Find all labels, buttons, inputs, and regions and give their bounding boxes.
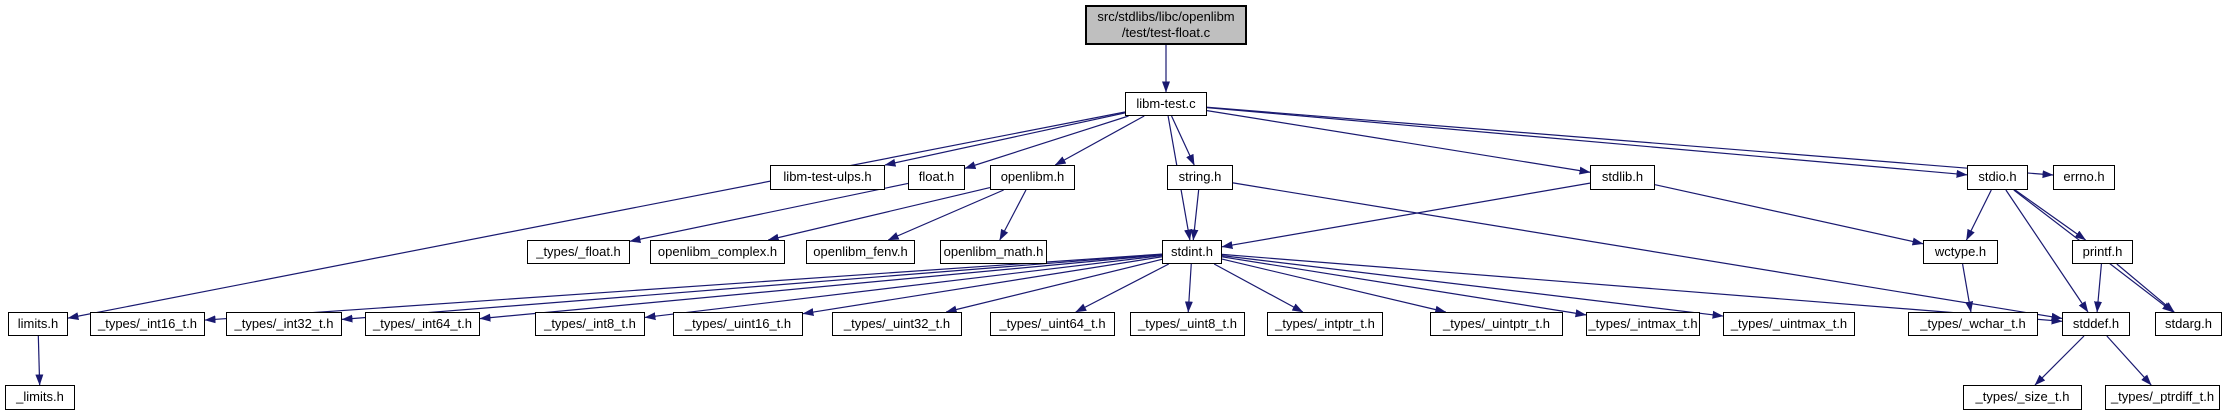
edge-stdint-h-to-types-int8-t-h bbox=[644, 254, 1163, 321]
node-wctype-h[interactable]: wctype.h bbox=[1923, 240, 1998, 264]
node-types-size-t-h[interactable]: _types/_size_t.h bbox=[1963, 385, 2082, 410]
edge-openlibm-h-to-openlibm-math-h bbox=[999, 189, 1027, 241]
edge-stdio-h-to-stddef-h bbox=[2005, 189, 2089, 313]
node-errno-h[interactable]: errno.h bbox=[2053, 165, 2115, 190]
node-test-float-c[interactable]: src/stdlibs/libc/openlibm /test/test-flo… bbox=[1085, 5, 1247, 45]
node-types-intptr-t-h[interactable]: _types/_intptr_t.h bbox=[1267, 312, 1383, 336]
node-stdlib-h[interactable]: stdlib.h bbox=[1590, 165, 1655, 190]
edge-stdint-h-to-types-uintptr-t-h bbox=[1221, 258, 1447, 314]
edge-stdint-h-to-types-uintmax-t-h bbox=[1221, 255, 1724, 319]
node-stdarg-h[interactable]: stdarg.h bbox=[2155, 312, 2222, 336]
node-types-intmax-t-h[interactable]: _types/_intmax_t.h bbox=[1586, 312, 1700, 336]
edge-stdint-h-to-types-uint16-t-h bbox=[802, 256, 1163, 316]
node-string-h[interactable]: string.h bbox=[1167, 165, 1233, 190]
node-types-uintptr-t-h[interactable]: _types/_uintptr_t.h bbox=[1430, 312, 1563, 336]
edge-stddef-h-to-types-ptrdiff-t-h bbox=[2106, 335, 2152, 386]
edge-stddef-h-to-types-size-t-h bbox=[2034, 335, 2085, 386]
edge-openlibm-h-to-openlibm-fenv-h bbox=[887, 189, 1004, 241]
node-stdio-h[interactable]: stdio.h bbox=[1967, 165, 2028, 190]
node-openlibm-math-h[interactable]: openlibm_math.h bbox=[940, 240, 1047, 264]
edge-printf-h-to-stddef-h bbox=[2094, 263, 2103, 313]
node-openlibm-complex-h[interactable]: openlibm_complex.h bbox=[650, 240, 785, 264]
edge-string-h-to-stddef-h bbox=[1232, 182, 2063, 321]
node-openlibm-fenv-h[interactable]: openlibm_fenv.h bbox=[806, 240, 915, 264]
edge-wctype-h-to-types-wchar-t-h bbox=[1961, 263, 1974, 313]
node-types-uint8-t-h[interactable]: _types/_uint8_t.h bbox=[1130, 312, 1245, 336]
node-float-h[interactable]: float.h bbox=[908, 165, 965, 190]
edge-stdint-h-to-types-int32-t-h bbox=[341, 253, 1163, 323]
node-limits-h[interactable]: limits.h bbox=[8, 312, 68, 336]
edge-stdlib-h-to-wctype-h bbox=[1654, 184, 1924, 246]
edge-printf-h-to-stdarg-h bbox=[2116, 263, 2175, 313]
edge-stdint-h-to-types-uint8-t-h bbox=[1184, 263, 1193, 313]
edge-libm-test-c-to-string-h bbox=[1171, 115, 1195, 166]
node-types-ptrdiff-t-h[interactable]: _types/_ptrdiff_t.h bbox=[2105, 385, 2220, 410]
node--limits-h[interactable]: _limits.h bbox=[5, 385, 75, 410]
node-types-float-h[interactable]: _types/_float.h bbox=[527, 240, 630, 264]
node-libm-test-c[interactable]: libm-test.c bbox=[1125, 92, 1207, 116]
node-stddef-h[interactable]: stddef.h bbox=[2062, 312, 2130, 336]
node-types-uintmax-t-h[interactable]: _types/_uintmax_t.h bbox=[1723, 312, 1855, 336]
edge-libm-test-c-to-errno-h bbox=[1206, 106, 2054, 179]
edge-stdint-h-to-types-int64-t-h bbox=[479, 254, 1163, 322]
edge-string-h-to-stdint-h bbox=[1190, 189, 1200, 241]
edge-stdint-h-to-types-int16-t-h bbox=[204, 253, 1163, 324]
edge-libm-test-c-to-openlibm-h bbox=[1054, 115, 1145, 166]
node-types-int16-t-h[interactable]: _types/_int16_t.h bbox=[90, 312, 205, 336]
node-libm-test-ulps-h[interactable]: libm-test-ulps.h bbox=[770, 165, 885, 190]
node-stdint-h[interactable]: stdint.h bbox=[1162, 240, 1222, 264]
edge-openlibm-h-to-openlibm-complex-h bbox=[767, 186, 991, 242]
node-types-uint16-t-h[interactable]: _types/_uint16_t.h bbox=[673, 312, 803, 336]
node-types-int32-t-h[interactable]: _types/_int32_t.h bbox=[226, 312, 342, 336]
node-types-int64-t-h[interactable]: _types/_int64_t.h bbox=[365, 312, 480, 336]
edge-stdio-h-to-wctype-h bbox=[1965, 189, 1992, 241]
node-types-int8-t-h[interactable]: _types/_int8_t.h bbox=[535, 312, 645, 336]
edge-stdint-h-to-types-intptr-t-h bbox=[1213, 263, 1304, 313]
edge-libm-test-c-to-limits-h bbox=[67, 111, 1126, 321]
node-types-uint64-t-h[interactable]: _types/_uint64_t.h bbox=[990, 312, 1115, 336]
edge-stdio-h-to-printf-h bbox=[2014, 189, 2086, 241]
node-openlibm-h[interactable]: openlibm.h bbox=[990, 165, 1075, 190]
edge-float-h-to-types-float-h bbox=[629, 182, 909, 244]
node-printf-h[interactable]: printf.h bbox=[2072, 240, 2133, 264]
edge-stdint-h-to-types-uint32-t-h bbox=[945, 258, 1163, 314]
edge-stdint-h-to-types-intmax-t-h bbox=[1221, 256, 1587, 318]
node-types-uint32-t-h[interactable]: _types/_uint32_t.h bbox=[832, 312, 962, 336]
edge-libm-test-c-to-stdio-h bbox=[1206, 107, 1968, 178]
edge-libm-test-c-to-float-h bbox=[964, 115, 1129, 169]
edge-limits-h-to--limits-h bbox=[35, 335, 44, 386]
edge-libm-test-c-to-libm-test-ulps-h bbox=[884, 112, 1126, 167]
node-types-wchar-t-h[interactable]: _types/_wchar_t.h bbox=[1908, 312, 2038, 336]
edge-stdlib-h-to-stdint-h bbox=[1221, 182, 1591, 249]
edge-stdint-h-to-stddef-h bbox=[1221, 253, 2063, 325]
edge-libm-test-c-to-stdlib-h bbox=[1206, 110, 1591, 175]
edge-stdint-h-to-types-uint64-t-h bbox=[1075, 263, 1170, 313]
